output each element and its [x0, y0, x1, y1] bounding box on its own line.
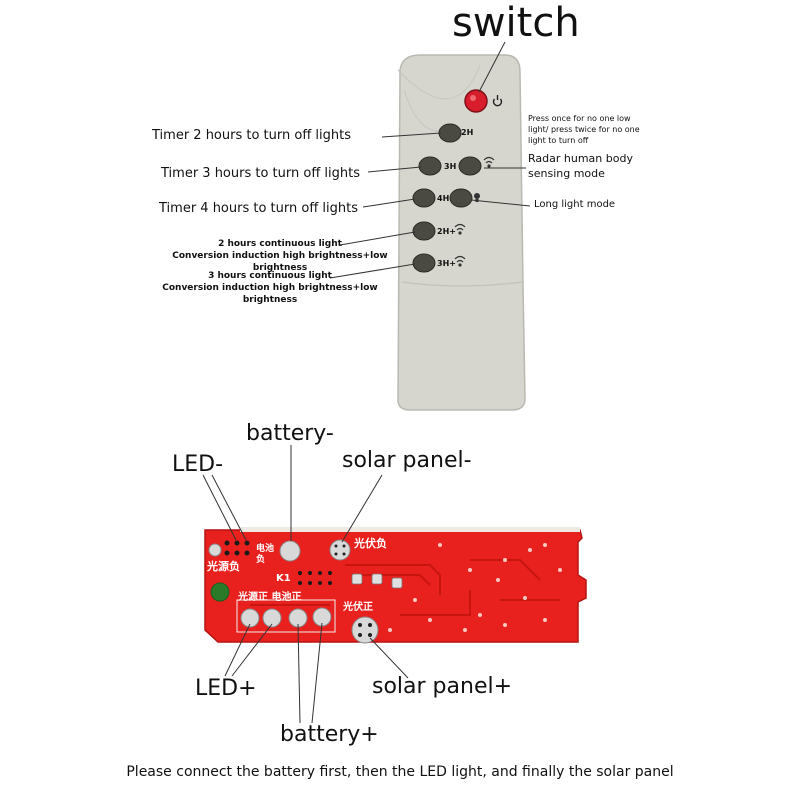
timer2-label: Timer 2 hours to turn off lights — [152, 128, 352, 143]
footer-instruction: Please connect the battery first, then t… — [126, 764, 674, 780]
pad-led-plus-1 — [240, 608, 260, 628]
pad-battery-minus — [279, 540, 301, 562]
long-light-label: Long light mode — [534, 199, 616, 210]
pad-led-plus-2 — [262, 608, 282, 628]
timer3-label: Timer 3 hours to turn off lights — [161, 166, 361, 181]
power-button-shape — [464, 89, 488, 113]
button-2h-plus-label: 2H+ — [437, 227, 456, 236]
power-icon — [492, 95, 503, 107]
silk-k1: K1 — [276, 573, 291, 584]
pad-solar-minus — [329, 539, 351, 561]
silk-led-minus: 光源负 — [207, 560, 240, 573]
solar-minus-label: solar panel- — [342, 448, 472, 473]
solar-plus-label: solar panel+ — [372, 674, 513, 699]
silk-plus-row: 光源正 电池正 — [238, 592, 302, 603]
bulb-icon — [474, 193, 480, 202]
pad-solar-plus — [351, 616, 379, 644]
pad-led-minus — [208, 543, 222, 557]
remote-body — [397, 54, 526, 411]
button-4h-label: 4H — [437, 194, 450, 203]
three-hours-desc: Conversion induction high brightness+low… — [162, 283, 378, 305]
pad-battery-plus-1 — [288, 608, 308, 628]
two-hours-title: 2 hours continuous light — [218, 239, 342, 249]
silk-battery-minus: 电池负 — [256, 544, 275, 565]
power-note: Press once for no one low light/ press t… — [528, 114, 640, 145]
radar-label: Radar human body sensing mode — [528, 152, 633, 180]
two-hours-desc: Conversion induction high brightness+low… — [172, 251, 388, 273]
button-3h-plus-label: 3H+ — [437, 259, 456, 268]
silk-solar-plus: 光伏正 — [343, 602, 373, 613]
signal-icon — [454, 156, 495, 267]
silk-solar-minus: 光伏负 — [354, 537, 387, 550]
button-2h-label: 2H — [461, 128, 474, 137]
battery-plus-label: battery+ — [280, 722, 379, 747]
button-3h-label: 3H — [444, 162, 457, 171]
pad-battery-plus-2 — [312, 607, 332, 627]
battery-minus-label: battery- — [246, 421, 334, 446]
led-minus-label: LED- — [172, 452, 224, 477]
timer4-label: Timer 4 hours to turn off lights — [159, 201, 359, 216]
led-plus-label: LED+ — [195, 676, 257, 701]
switch-label: switch — [452, 0, 580, 46]
three-hours-title: 3 hours continuous light — [208, 271, 332, 281]
